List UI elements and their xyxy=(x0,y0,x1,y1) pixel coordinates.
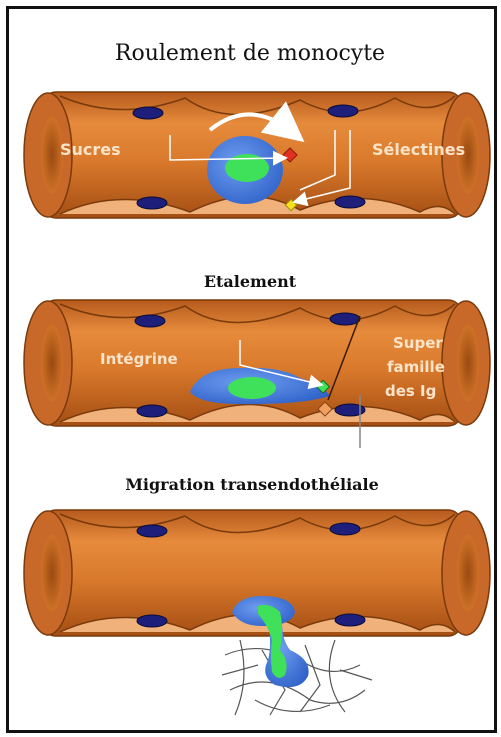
endothelial-nucleus xyxy=(335,196,365,208)
label-integrine: Intégrine xyxy=(100,350,178,368)
endothelial-nucleus xyxy=(133,107,163,119)
endothelial-nucleus xyxy=(328,105,358,117)
label-famille: famille xyxy=(387,358,445,376)
endothelial-nucleus xyxy=(137,405,167,417)
panel-migration-title: Migration transendothéliale xyxy=(125,475,379,494)
label-super: Super xyxy=(393,334,443,352)
panel-rolling: Roulement de monocyte Sucres Sélec xyxy=(24,41,490,218)
label-sucres: Sucres xyxy=(60,140,121,159)
panel-spreading: Etalement Intégrine Super famille des Ig xyxy=(24,272,490,448)
monocyte-nucleus xyxy=(228,377,276,399)
endothelial-nucleus xyxy=(137,525,167,537)
endothelial-nucleus xyxy=(330,313,360,325)
endothelial-nucleus xyxy=(330,523,360,535)
endothelial-nucleus xyxy=(137,197,167,209)
endothelial-nucleus xyxy=(137,615,167,627)
endothelial-nucleus xyxy=(335,614,365,626)
label-selectines: Sélectines xyxy=(372,140,465,159)
label-des-ig: des Ig xyxy=(385,382,436,400)
panel-spreading-title: Etalement xyxy=(204,272,297,291)
panel-migration: Migration transendothéliale xyxy=(24,475,490,715)
panel-rolling-title: Roulement de monocyte xyxy=(115,41,385,66)
endothelial-nucleus xyxy=(135,315,165,327)
